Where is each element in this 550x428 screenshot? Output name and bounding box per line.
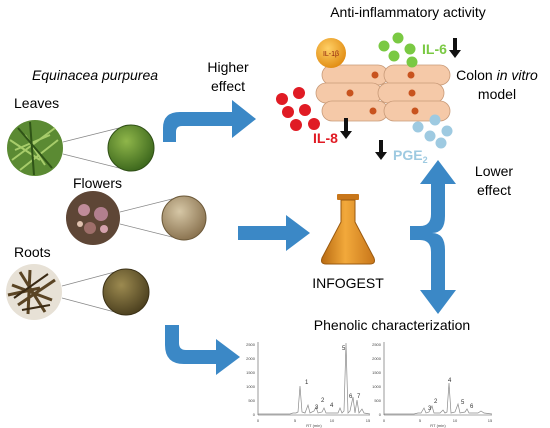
chrom2-trace [384, 382, 493, 415]
to-flask-arrow [238, 215, 310, 251]
chrom1-xtick-3: 15 [366, 418, 371, 423]
chrom1-ytick-0: 2500 [246, 342, 256, 347]
chrom2-ytick-5: 0 [379, 412, 382, 417]
roots-photo [6, 264, 62, 320]
roots-powder [102, 268, 150, 316]
infogest-label: INFOGEST [312, 275, 384, 291]
model-label-line2: model [478, 86, 516, 102]
il6-dots [378, 32, 418, 68]
chromatogram-1: 2500 2000 1500 1000 500 0 0 5 10 15 RT (… [246, 342, 371, 428]
chrom1-ytick-1: 2000 [246, 356, 256, 361]
chrom2-xtick-2: 10 [453, 418, 458, 423]
il8-down-arrow [340, 118, 352, 139]
chrom1-xtick-0: 0 [257, 418, 260, 423]
chrom2-peak-5: 5 [461, 400, 465, 406]
chrom1-xtick-2: 10 [330, 418, 335, 423]
chrom1-peak-7: 7 [357, 394, 361, 400]
chrom2-xtick-0: 0 [383, 418, 386, 423]
chrom2-xtick-3: 15 [488, 418, 493, 423]
to-phenolic-arrow [165, 325, 240, 375]
il1b-label: IL-1β [323, 51, 339, 58]
lower-effect-label-2: effect [477, 182, 511, 198]
il8-label: IL-8 [313, 130, 338, 146]
chrom1-ytick-4: 500 [248, 398, 255, 403]
il1b-ball [316, 38, 346, 68]
chrom1-xtick-1: 5 [294, 418, 297, 423]
chrom2-peak-2: 2 [434, 399, 438, 405]
flowers-photo [66, 191, 120, 245]
chrom1-ytick-3: 1000 [246, 384, 256, 389]
chrom1-ytick-2: 1500 [246, 370, 256, 375]
chrom1-peak-5: 5 [342, 346, 346, 352]
chrom2-xlabel: RT (min) [430, 423, 446, 428]
model-label-line1: Colon in vitro [456, 67, 538, 83]
chrom1-peak-3: 3 [315, 405, 319, 411]
page-title: Anti-inflammatory activity [330, 4, 486, 20]
il6-down-arrow [449, 38, 461, 58]
pge2-down-arrow [375, 140, 387, 160]
split-arrow [410, 160, 456, 314]
chrom1-peak-4: 4 [330, 403, 334, 409]
lower-effect-label-1: Lower [475, 163, 513, 179]
chrom2-peak-4: 4 [448, 378, 452, 384]
chrom1-peak-2: 2 [321, 398, 325, 404]
chrom2-xtick-1: 5 [419, 418, 422, 423]
chrom2-ytick-0: 2500 [372, 342, 382, 347]
pge2-label: PGE2 [393, 147, 428, 165]
chrom2-ytick-1: 2000 [372, 356, 382, 361]
label-leaves: Leaves [14, 95, 59, 111]
colon-cells [315, 64, 451, 122]
species-name: Equinacea purpurea [32, 67, 158, 83]
chrom1-trace [258, 342, 371, 415]
chrom2-ytick-3: 1000 [372, 384, 382, 389]
chrom1-peak-6: 6 [349, 394, 353, 400]
pge2-dots [412, 114, 453, 149]
chrom2-peak-3: 3 [428, 406, 432, 412]
label-flowers: Flowers [73, 175, 122, 191]
label-roots: Roots [14, 244, 51, 260]
flowers-powder [161, 195, 207, 241]
flask-icon [321, 194, 375, 265]
higher-effect-label-1: Higher [207, 59, 249, 75]
chromatogram-2: 2500 2000 1500 1000 500 0 0 5 10 15 RT (… [372, 342, 493, 428]
il6-label: IL-6 [422, 41, 447, 57]
phenolic-title: Phenolic characterization [314, 317, 470, 333]
leaves-photo [7, 120, 63, 176]
chrom1-peak-1: 1 [305, 380, 309, 386]
chrom2-peak-6: 6 [470, 404, 474, 410]
higher-effect-label-2: effect [211, 78, 245, 94]
chrom1-ytick-5: 0 [253, 412, 256, 417]
chrom2-ytick-4: 500 [374, 398, 381, 403]
chrom2-ytick-2: 1500 [372, 370, 382, 375]
leaves-powder [107, 124, 155, 172]
chrom1-xlabel: RT (min) [306, 423, 322, 428]
il8-dots [276, 87, 320, 131]
higher-effect-arrow [163, 100, 256, 142]
